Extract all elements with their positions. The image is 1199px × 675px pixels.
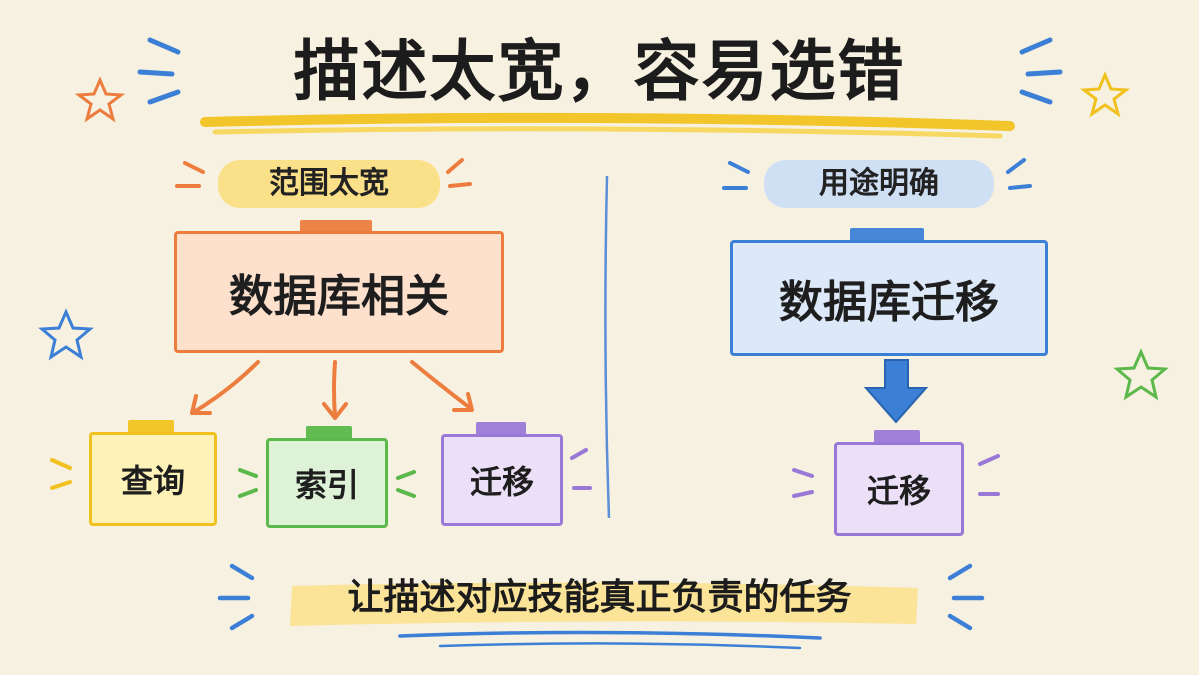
- title-dashes-right: [1019, 37, 1063, 105]
- title-underline: [200, 112, 1015, 131]
- star-icon: [38, 308, 94, 361]
- left-main-box: 数据库相关: [174, 231, 504, 353]
- child-box-migrate: 迁移: [441, 434, 563, 526]
- left-arrows: [190, 360, 474, 420]
- page-title: 描述太宽，容易选错: [293, 33, 906, 110]
- child-box-index: 索引: [266, 438, 388, 528]
- bottom-caption: 让描述对应技能真正负责的任务: [347, 577, 852, 618]
- left-label-dashes: [175, 158, 472, 188]
- title-dashes-left: [137, 37, 181, 105]
- right-child-box-migrate: 迁移: [834, 442, 964, 536]
- center-divider: [604, 175, 611, 519]
- arrow-to-query: [192, 360, 260, 414]
- right-main-box: 数据库迁移: [730, 240, 1048, 356]
- arrow-head: [322, 402, 348, 420]
- star-icon: [1079, 71, 1131, 118]
- right-label: 用途明确: [764, 160, 994, 208]
- star-icon: [1113, 348, 1169, 401]
- arrow-head: [190, 394, 212, 415]
- bottom-highlight: [290, 582, 918, 626]
- migrate-dashes: [570, 448, 1000, 498]
- left-label: 范围太宽: [218, 160, 440, 208]
- right-thick-arrow: [863, 359, 929, 424]
- title-underline-2: [212, 126, 1003, 139]
- bottom-underline-2: [438, 642, 802, 650]
- bottom-dashes: [217, 563, 985, 631]
- arrow-head: [452, 392, 474, 412]
- index-dashes: [238, 468, 416, 498]
- bottom-underline: [398, 630, 822, 640]
- arrow-to-migrate: [410, 360, 472, 410]
- star-icon: [74, 76, 126, 123]
- arrow-to-index: [332, 360, 337, 418]
- right-label-dashes: [722, 158, 1032, 190]
- child-box-query: 查询: [89, 432, 217, 526]
- query-dashes: [50, 458, 72, 490]
